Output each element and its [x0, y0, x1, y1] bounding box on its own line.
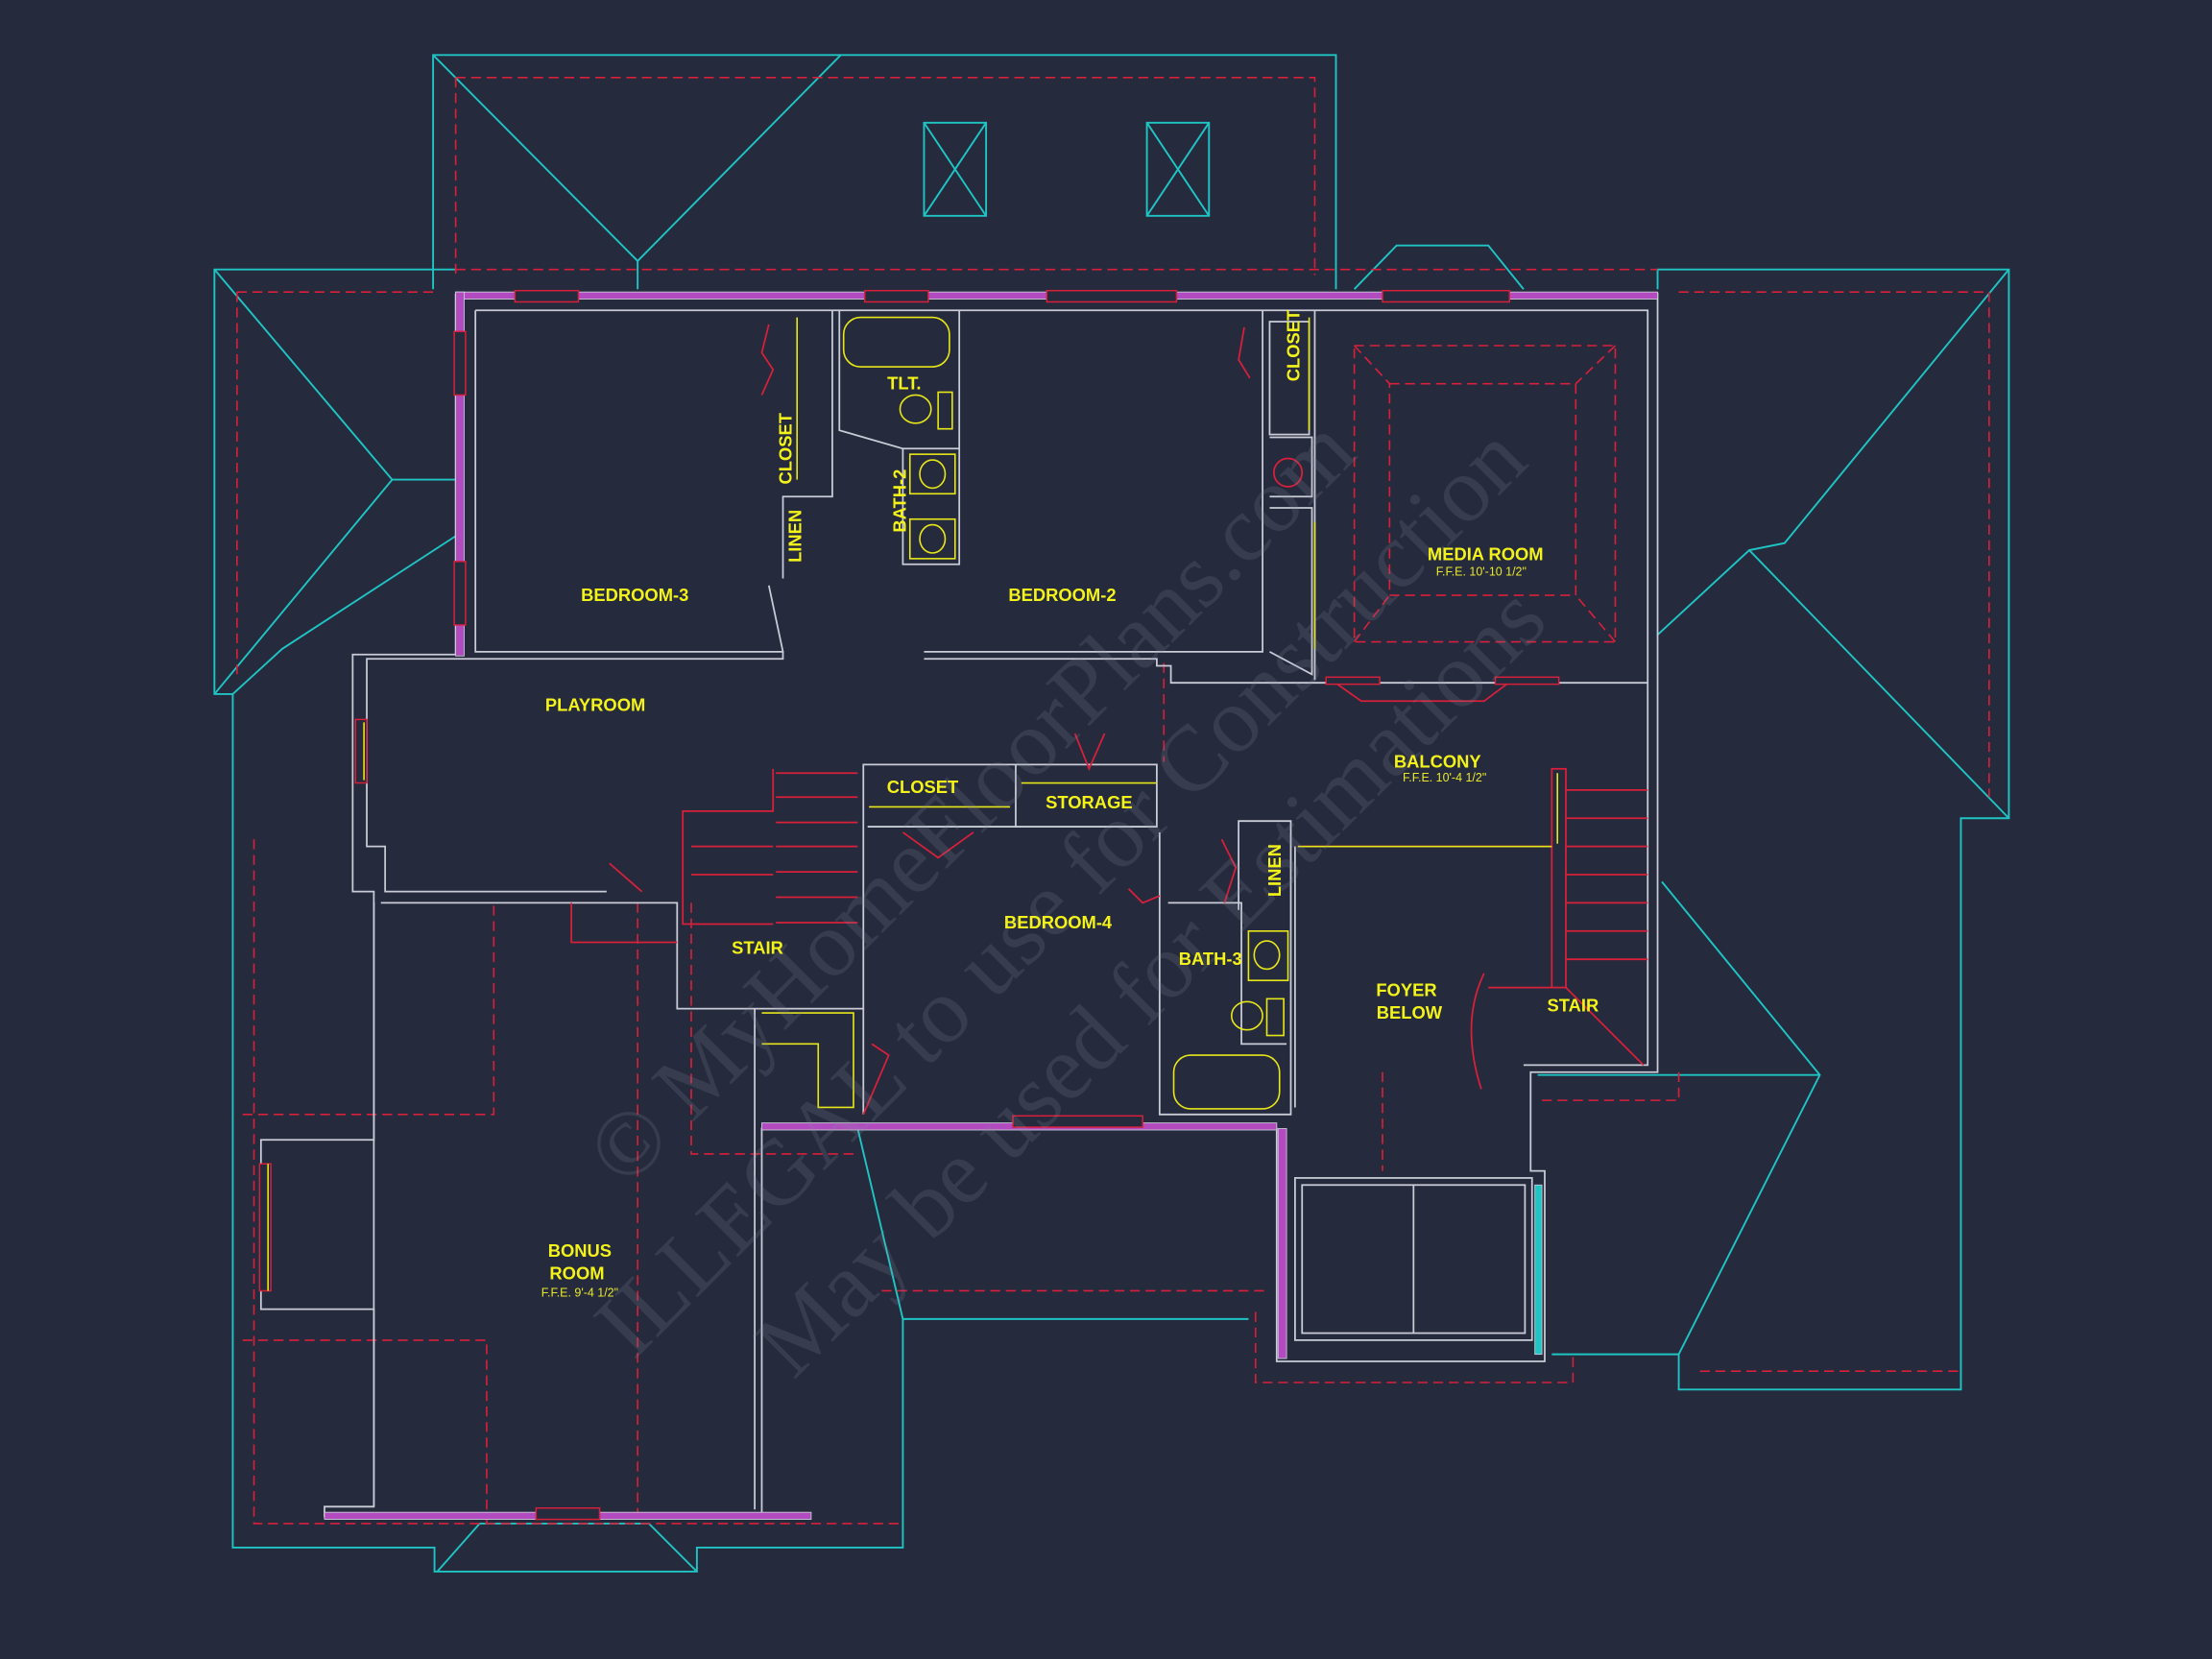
label-closet-mid: CLOSET — [887, 777, 959, 797]
watermark-line-1: © MyHomeFloorPlans.com — [567, 397, 1374, 1204]
label-balcony-ffe: F.F.E. 10'-4 1/2" — [1403, 771, 1486, 784]
windows — [258, 289, 1560, 1521]
bathroom-fixtures — [267, 316, 1559, 1291]
label-bonus-room: ROOM — [549, 1263, 604, 1284]
label-linen-bedroom-3: LINEN — [785, 510, 805, 563]
label-bath-2: BATH-2 — [889, 469, 909, 533]
label-closet-bedroom-2: CLOSET — [1283, 309, 1303, 381]
label-bonus-ffe: F.F.E. 9'-4 1/2" — [541, 1286, 618, 1299]
label-media-room-ffe: F.F.E. 10'-10 1/2" — [1436, 565, 1527, 579]
label-tlt: TLT. — [887, 373, 921, 394]
left-stair — [570, 768, 858, 944]
label-foyer-below: BELOW — [1377, 1002, 1443, 1022]
skylight-1 — [923, 121, 988, 217]
stairs-and-fixtures — [267, 316, 1648, 1291]
watermark-line-2: ILLEGAL to use for Construction — [575, 406, 1545, 1376]
label-stair-right: STAIR — [1548, 996, 1599, 1016]
roof-lines — [213, 54, 2010, 1573]
label-stair-left: STAIR — [732, 937, 783, 957]
label-playroom: PLAYROOM — [545, 695, 645, 715]
watermark: © MyHomeFloorPlans.com ILLEGAL to use fo… — [567, 397, 1565, 1395]
label-storage: STORAGE — [1046, 792, 1132, 812]
label-bedroom-3: BEDROOM-3 — [581, 585, 688, 605]
label-linen-bedroom-4: LINEN — [1264, 844, 1285, 897]
label-media-room: MEDIA ROOM — [1428, 543, 1544, 564]
room-labels: BEDROOM-3 BEDROOM-2 MEDIA ROOM F.F.E. 10… — [541, 309, 1599, 1299]
label-closet-bedroom-3: CLOSET — [775, 412, 795, 484]
label-bedroom-4: BEDROOM-4 — [1004, 912, 1113, 932]
label-foyer: FOYER — [1376, 979, 1436, 999]
label-bedroom-2: BEDROOM-2 — [1008, 585, 1116, 605]
hidden-lines — [236, 77, 1990, 1525]
label-bath-3: BATH-3 — [1179, 949, 1242, 969]
skylight-2 — [1145, 121, 1211, 217]
label-balcony: BALCONY — [1394, 751, 1481, 771]
door-swings — [609, 324, 1251, 1116]
label-bonus: BONUS — [548, 1240, 612, 1261]
